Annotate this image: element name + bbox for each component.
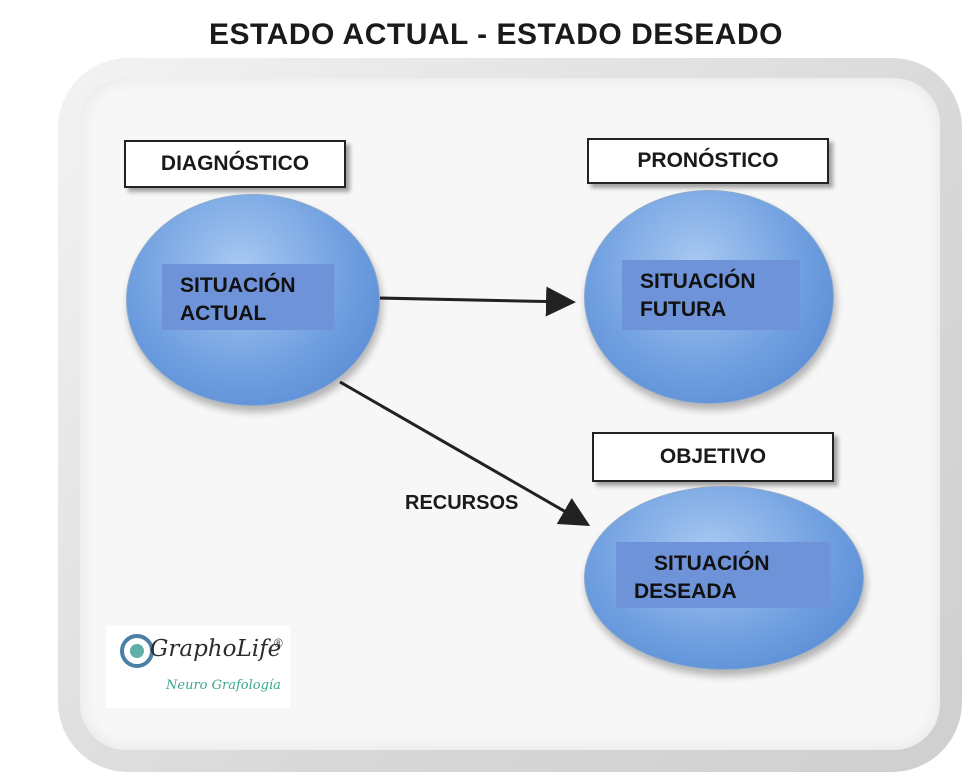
logo-mark-icon	[120, 634, 154, 668]
page-title: ESTADO ACTUAL - ESTADO DESEADO	[209, 18, 783, 51]
node-futura-line2: FUTURA	[640, 298, 727, 321]
node-deseada-line1: SITUACIÓN	[654, 552, 770, 575]
arrow-actual-to-deseada	[339, 380, 591, 526]
label-pronostico: PRONÓSTICO	[587, 138, 829, 184]
node-actual-line1: SITUACIÓN	[180, 274, 296, 297]
label-diagnostico: DIAGNÓSTICO	[124, 140, 346, 188]
logo-subtitle: Neuro Grafología	[166, 678, 281, 693]
label-recursos: RECURSOS	[405, 492, 519, 514]
grapholife-logo: GraphoLife ® Neuro Grafología	[106, 626, 290, 708]
node-deseada-line2: DESEADA	[634, 580, 737, 603]
node-futura-line1: SITUACIÓN	[640, 270, 756, 293]
arrow-actual-to-futura	[377, 286, 576, 317]
logo-name: GraphoLife	[150, 636, 282, 662]
node-situacion-futura-label: SITUACIÓN FUTURA	[622, 260, 800, 330]
node-situacion-deseada-label: SITUACIÓN DESEADA	[616, 542, 830, 608]
logo-registered: ®	[274, 636, 283, 650]
node-actual-line2: ACTUAL	[180, 302, 267, 325]
node-situacion-actual-label: SITUACIÓN ACTUAL	[162, 264, 334, 330]
label-objetivo: OBJETIVO	[592, 432, 834, 482]
